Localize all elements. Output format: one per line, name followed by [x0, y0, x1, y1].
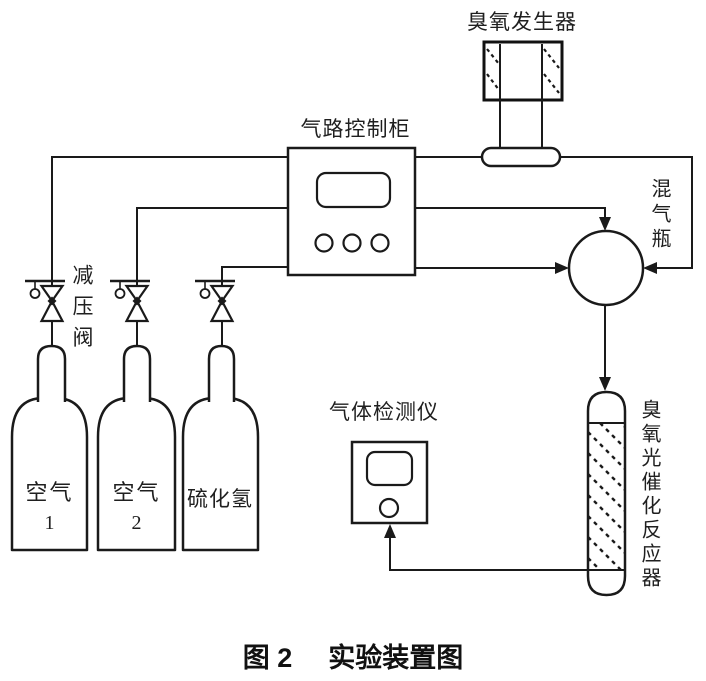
valve-3: [195, 279, 235, 323]
pressure-valve-label: 减压阀: [70, 264, 95, 357]
arrow-into-mixer-top-icon: [599, 217, 611, 231]
pipe-air2-to-cabinet: [136, 207, 288, 286]
cylinder-air2-neck: [122, 344, 152, 402]
cabinet-display: [315, 171, 392, 209]
cylinder-h2s-body: [181, 396, 260, 552]
pipe-air1-to-cabinet: [51, 156, 288, 286]
gas-detector: [350, 440, 429, 525]
mixing-bottle: [567, 229, 645, 307]
cylinder-air1-name: 空气: [25, 480, 74, 505]
gas-control-cabinet: [286, 146, 417, 277]
cylinder-h2s-label: 硫化氢: [181, 483, 259, 513]
cylinder-air1: [10, 344, 89, 552]
cabinet-body: [286, 146, 417, 277]
ozone-generator-label: 臭氧发生器: [467, 10, 577, 34]
gas-detector-label: 气体检测仪: [329, 400, 439, 424]
pipe-reactor-to-detector: [389, 538, 589, 571]
figure-caption-title: 实验装置图: [328, 643, 464, 673]
mixing-bottle-label: 混气瓶: [648, 178, 670, 253]
ozone-outlet-flange: [480, 146, 562, 168]
figure-caption: 图 2 实验装置图: [0, 636, 706, 675]
valve-1: [25, 279, 65, 323]
figure-caption-number: 图 2: [242, 643, 293, 673]
cabinet-knob-1: [314, 233, 334, 253]
arrow-into-mixer-right-icon: [643, 262, 657, 274]
ozone-generator-body: [482, 40, 564, 102]
cylinder-air1-neck: [36, 344, 67, 402]
cylinder-air1-number: 1: [44, 512, 55, 534]
reactor-packing-hatch: [589, 424, 624, 569]
arrow-into-reactor-icon: [599, 377, 611, 391]
pressure-valves: [25, 279, 235, 323]
arrow-into-mixer-left-icon: [555, 262, 569, 274]
flow-arrowheads: [384, 217, 657, 538]
ozone-hatch: [486, 48, 560, 94]
control-cabinet-label: 气路控制柜: [300, 117, 411, 141]
pipe-cabinet-to-mixer-top: [415, 207, 606, 217]
cabinet-knob-2: [342, 233, 362, 253]
detector-button: [378, 497, 400, 519]
ozone-generator: [480, 40, 564, 168]
reactor-label: 臭氧光催化反应器: [638, 399, 660, 591]
valve-2: [110, 279, 150, 323]
cylinder-h2s-neck: [207, 344, 236, 402]
arrow-into-detector-icon: [384, 524, 396, 538]
cylinder-air2: [96, 344, 177, 552]
photocatalytic-reactor: [586, 390, 627, 597]
cylinder-h2s-name: 硫化氢: [187, 487, 253, 511]
cylinder-air2-number: 2: [131, 512, 142, 534]
cylinder-air2-label: 空气 2: [98, 475, 175, 535]
cylinder-air2-name: 空气: [112, 480, 161, 505]
pipe-h2s-to-cabinet: [221, 266, 288, 286]
detector-display: [365, 450, 414, 487]
cabinet-knob-3: [370, 233, 390, 253]
cylinder-air1-label: 空气 1: [12, 475, 87, 535]
gas-cylinders: [10, 344, 260, 552]
cylinder-h2s: [181, 344, 260, 552]
